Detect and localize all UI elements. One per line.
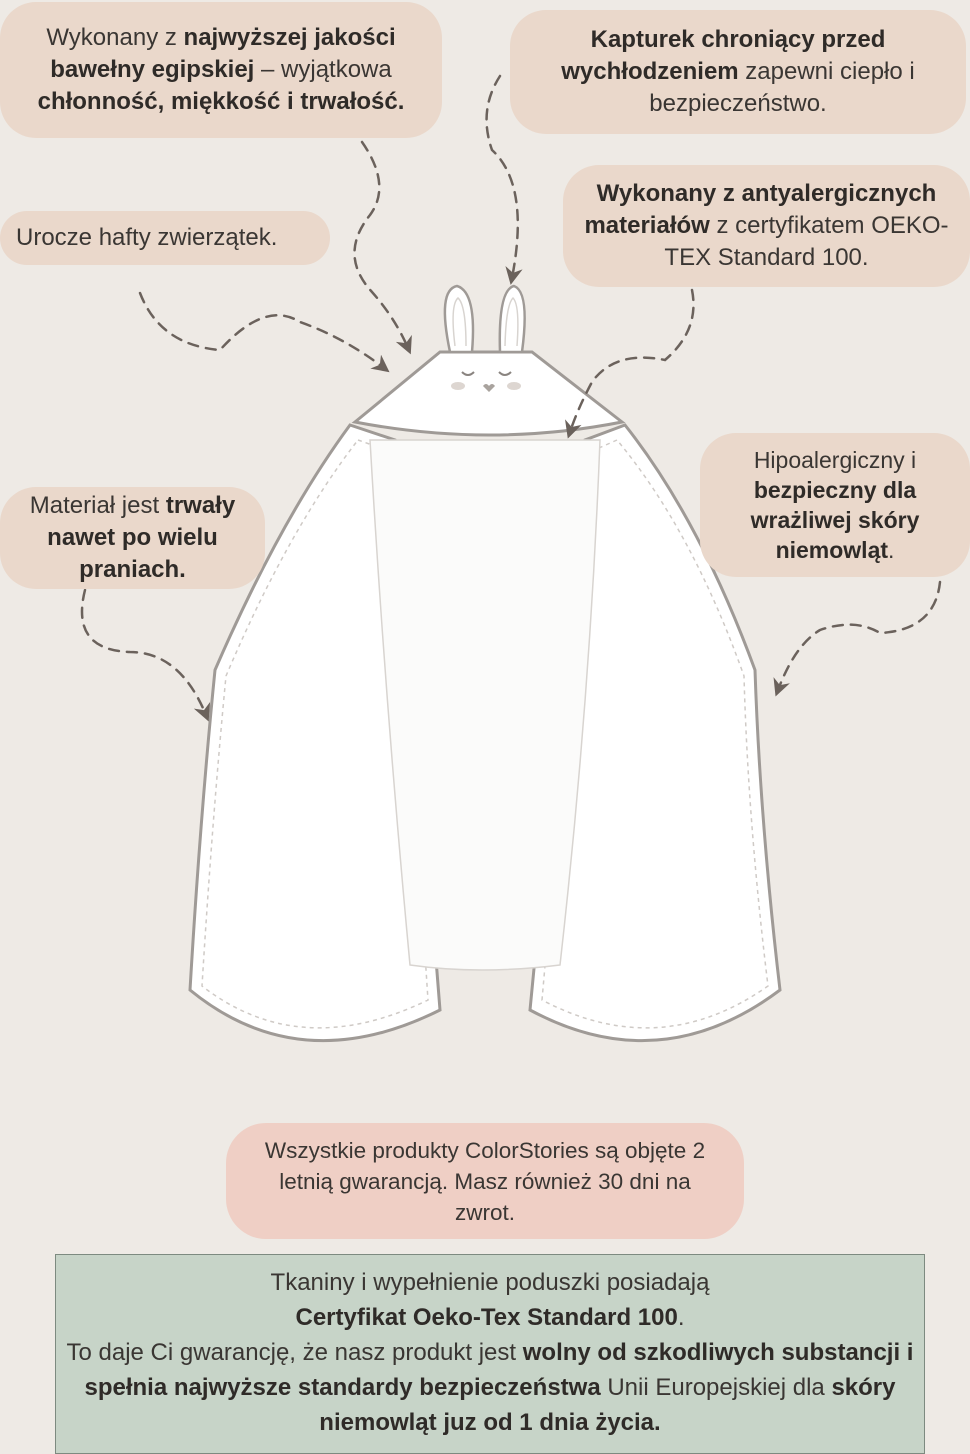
towel-back: [369, 439, 601, 971]
feature-bubble-durable: Materiał jest trwały nawet po wielu pran…: [0, 487, 265, 589]
feature-bubble-hood: Kapturek chroniący przed wychłodzeniem z…: [510, 10, 966, 134]
arrow-hypoallergenic: [773, 580, 942, 697]
arrow-durable: [80, 588, 211, 722]
arrow-hood: [485, 74, 523, 285]
towel-left-flap: [188, 423, 442, 1043]
certificate-box: Tkaniny i wypełnienie poduszki posiadają…: [55, 1254, 925, 1454]
arrow-cotton: [353, 140, 412, 355]
arrow-embroidery: [138, 291, 390, 373]
guarantee-bubble: Wszystkie produkty ColorStories są objęt…: [226, 1123, 744, 1239]
bunny-ear-right: [498, 284, 526, 354]
feature-bubble-hypoallergenic: Hipoalergiczny i bezpieczny dla wrażliwe…: [700, 433, 970, 577]
certificate-line-1: Tkaniny i wypełnienie poduszki posiadają: [270, 1269, 710, 1296]
bunny-ear-left: [443, 284, 475, 354]
feature-bubble-antiallergic: Wykonany z antyalergicznych materiałów z…: [563, 165, 970, 287]
arrow-antiallergic: [565, 288, 695, 439]
certificate-body: To daje Ci gwarancję, że nasz produkt je…: [66, 1339, 914, 1436]
feature-bubble-embroidery: Urocze hafty zwierzątek.: [0, 211, 330, 265]
certificate-line-2: Certyfikat Oeko-Tex Standard 100.: [295, 1304, 685, 1331]
bunny-face-icon: [451, 371, 521, 392]
towel-hood: [351, 350, 626, 437]
feature-bubble-cotton: Wykonany z najwyższej jakości bawełny eg…: [0, 2, 442, 138]
